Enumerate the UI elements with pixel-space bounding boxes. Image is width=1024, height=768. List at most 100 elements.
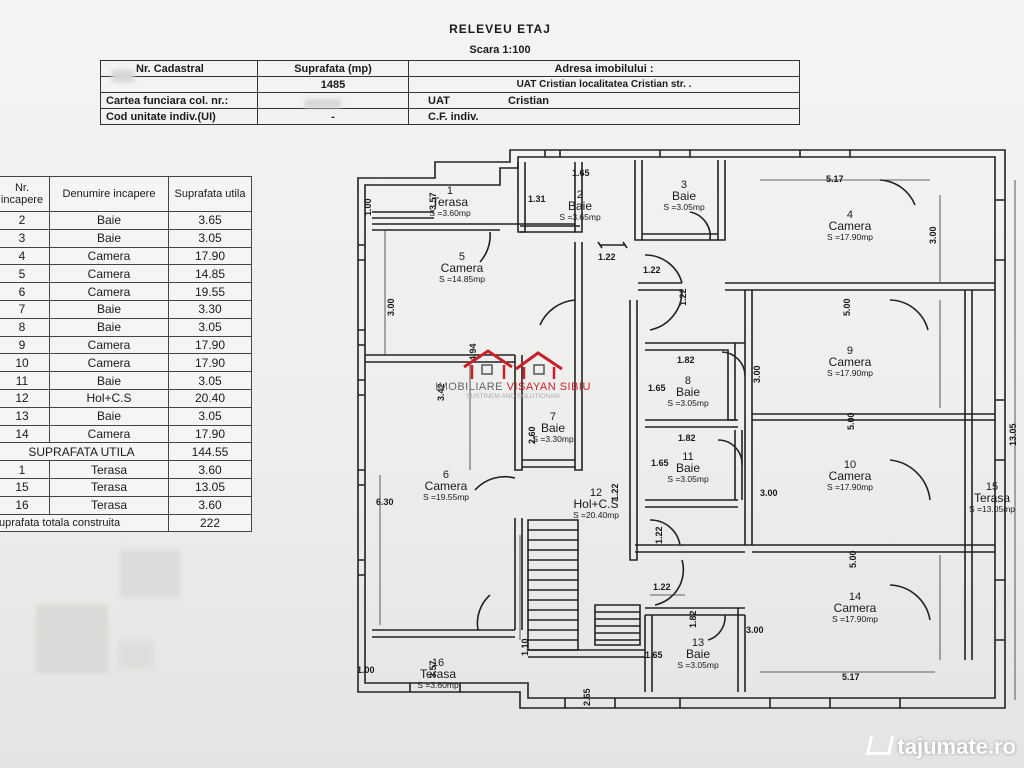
plan-room-number: 8 bbox=[684, 375, 692, 387]
dimension-label: 1.82 bbox=[688, 610, 698, 628]
construita-label: uprafata totala construita bbox=[0, 513, 169, 533]
uat-label: UAT bbox=[428, 94, 450, 107]
dimension-label: 5.00 bbox=[846, 412, 856, 430]
plan-room-number: 15 bbox=[985, 481, 999, 493]
dimension-label: 1.22 bbox=[678, 288, 688, 306]
plan-room-number: 3 bbox=[680, 179, 688, 191]
plan-room-area: S =17.90mp bbox=[826, 368, 874, 378]
dimension-label: 5.17 bbox=[826, 174, 844, 184]
watermark: IMOBILIARE VISAYAN SIBIU SUSTINEM AND SO… bbox=[418, 345, 608, 400]
dimension-label: 6.30 bbox=[376, 497, 394, 507]
plan-room-name: Baie bbox=[685, 647, 711, 661]
redaction-blur bbox=[305, 99, 341, 108]
dimension-label: 2.65 bbox=[582, 688, 592, 706]
plan-room-number: 5 bbox=[458, 251, 466, 263]
plan-room-number: 9 bbox=[846, 345, 854, 357]
plan-room-name: Baie bbox=[675, 461, 701, 475]
plan-room-number: 13 bbox=[691, 637, 705, 649]
room-row-name: Baie bbox=[49, 406, 169, 426]
plan-room-area: S =3.05mp bbox=[663, 202, 705, 212]
dimension-label: 1.82 bbox=[677, 355, 695, 365]
dimension-label: 3.00 bbox=[928, 226, 938, 244]
heart-logo-icon bbox=[866, 736, 895, 755]
plan-room-number: 6 bbox=[442, 469, 450, 481]
plan-room-name: Camera bbox=[828, 219, 872, 233]
redaction-blur bbox=[118, 640, 154, 670]
dimension-label: 1.65 bbox=[572, 168, 590, 178]
plan-room-name: Hol+C.S bbox=[573, 497, 619, 511]
dimension-label: 1.65 bbox=[648, 383, 666, 393]
dimension-label: 1.22 bbox=[653, 582, 671, 592]
total-value: 144.55 bbox=[168, 442, 252, 462]
plan-room-area: S =17.90mp bbox=[826, 482, 874, 492]
dimension-label: 1.10 bbox=[520, 638, 530, 656]
plan-room-name: Camera bbox=[424, 479, 468, 493]
dimension-label: 13.05 bbox=[1008, 423, 1018, 446]
document-title: RELEVEU ETAJ bbox=[449, 22, 551, 36]
dimension-label: 3.00 bbox=[746, 625, 764, 635]
plan-room-name: Baie bbox=[567, 199, 593, 213]
room-row-name: Baie bbox=[49, 317, 169, 337]
dimension-label: 1.00 bbox=[357, 665, 375, 675]
plan-room-number: 12 bbox=[589, 487, 603, 499]
plan-room-area: S =17.90mp bbox=[826, 232, 874, 242]
plan-room-name: Terasa bbox=[431, 195, 469, 209]
site-logo: tajumate.ro bbox=[866, 734, 1016, 760]
dimension-label: 1.22 bbox=[643, 265, 661, 275]
watermark-tagline: SUSTINEM AND SOLUTIONAM bbox=[466, 393, 560, 400]
plan-room-name: Camera bbox=[828, 469, 872, 483]
terasa-row-area: 3.60 bbox=[168, 460, 252, 479]
room-row-area: 3.65 bbox=[168, 211, 252, 230]
plan-room-area: S =20.40mp bbox=[572, 510, 620, 520]
col-denumire-header: Denumire incapere bbox=[49, 176, 169, 212]
plan-room-number: 14 bbox=[848, 591, 862, 603]
scale-label: Scara 1:100 bbox=[469, 44, 531, 56]
room-row-name: Hol+C.S bbox=[49, 388, 169, 408]
plan-room-area: S =3.05mp bbox=[677, 660, 719, 670]
redaction-blur bbox=[120, 550, 180, 598]
dimension-label: 1.22 bbox=[654, 526, 664, 544]
dimension-label: 3.00 bbox=[760, 488, 778, 498]
dimension-label: 5.00 bbox=[842, 298, 852, 316]
plan-room-area: S =3.30mp bbox=[532, 434, 574, 444]
watermark-brand-b: VISAYAN SIBIU bbox=[506, 381, 591, 393]
plan-room-number: 11 bbox=[682, 451, 694, 463]
dimension-label: 1.31 bbox=[528, 194, 546, 204]
rooms-table: Nr. incapere Denumire incapere Suprafata… bbox=[0, 176, 252, 533]
plan-room-number: 10 bbox=[843, 459, 857, 471]
cf-label: C.F. indiv. bbox=[428, 110, 479, 123]
plan-room-name: Terasa bbox=[973, 491, 1011, 505]
dimension-label: 1.00 bbox=[363, 198, 373, 216]
col-suprafata-header: Suprafata utila bbox=[168, 176, 252, 212]
plan-room-area: S =17.90mp bbox=[831, 614, 879, 624]
dimension-label: 3.00 bbox=[386, 298, 396, 316]
terasa-row-nr: 16 bbox=[0, 495, 50, 515]
uat-value: Cristian bbox=[508, 94, 549, 107]
plan-room-area: S =14.85mp bbox=[438, 274, 486, 284]
header-table: Nr. Cadastral Suprafata (mp) Adresa imob… bbox=[100, 60, 800, 125]
site-logo-text: tajumate.ro bbox=[897, 734, 1016, 759]
plan-room-number: 1 bbox=[446, 185, 454, 197]
col-nr-header: Nr. incapere bbox=[0, 176, 50, 212]
plan-room-name: Baie bbox=[540, 421, 566, 435]
watermark-brand-a: IMOBILIARE bbox=[435, 381, 507, 393]
plan-room-area: S =19.55mp bbox=[422, 492, 470, 502]
plan-room-number: 4 bbox=[846, 209, 854, 221]
